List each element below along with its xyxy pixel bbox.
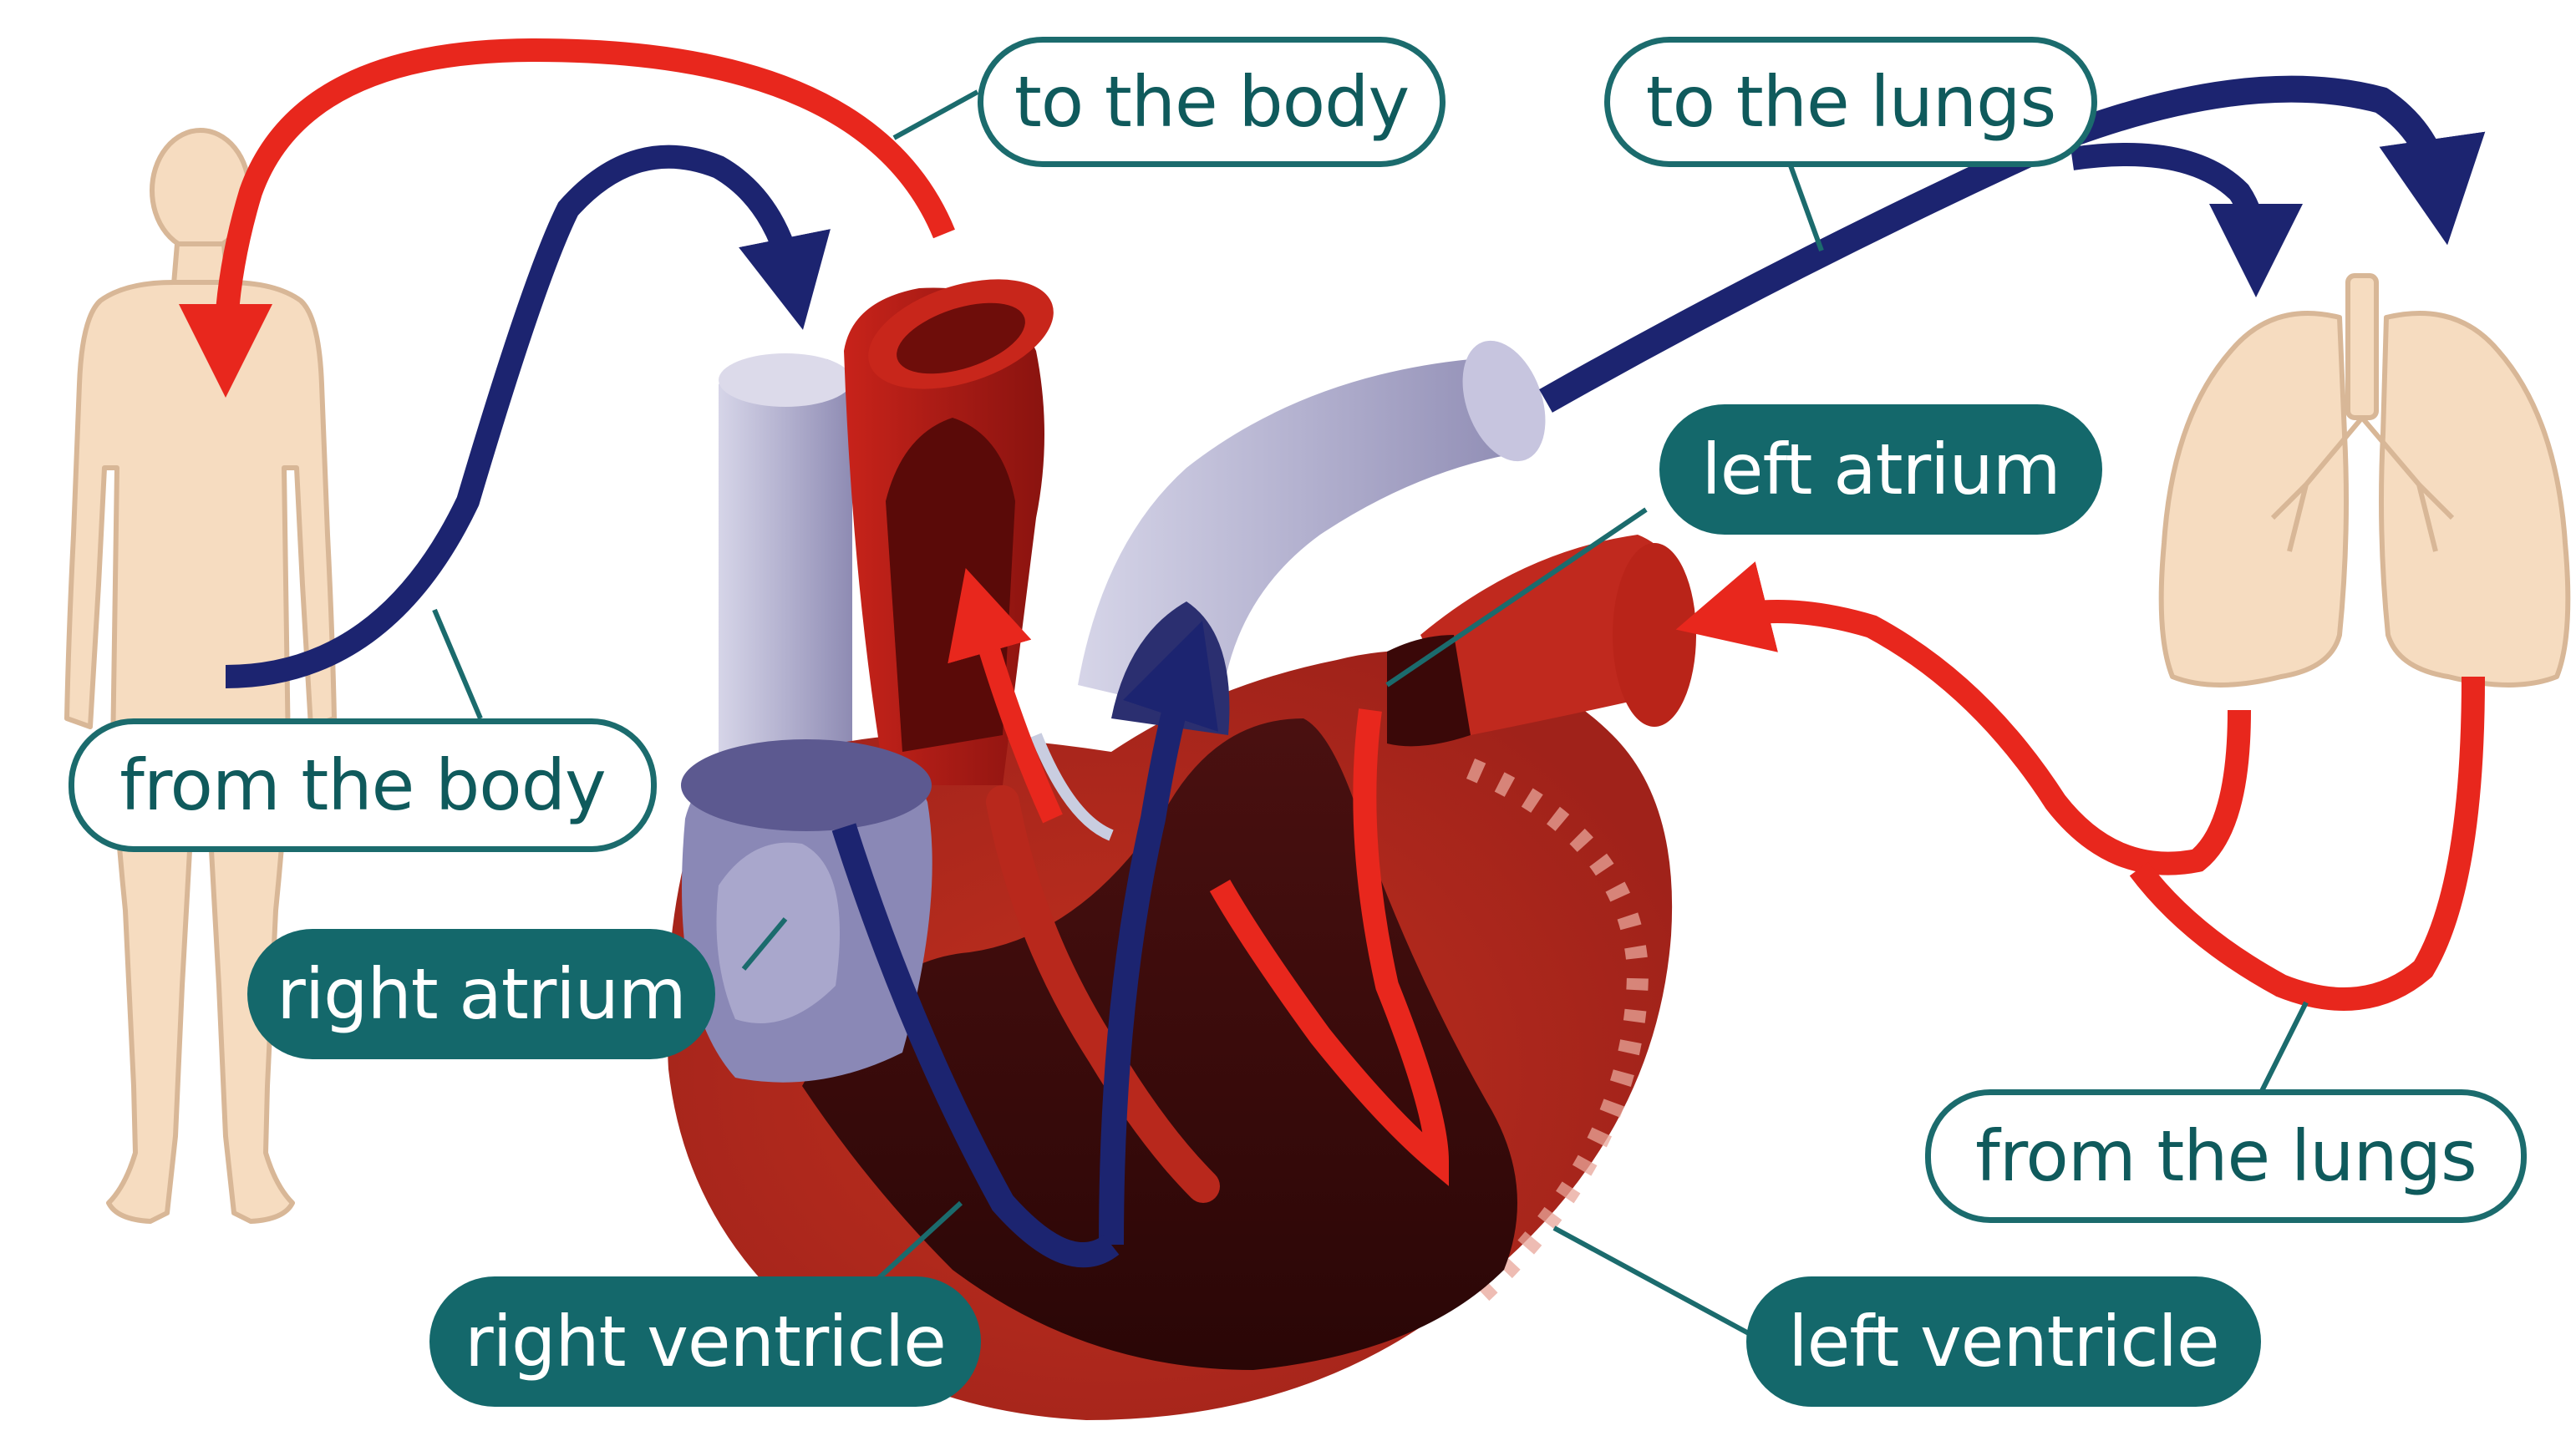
heart-cross-section-icon <box>667 258 1696 1420</box>
label-right-ventricle: right ventricle <box>429 1276 981 1407</box>
label-right-atrium: right atrium <box>247 929 715 1059</box>
label-to-the-lungs: to the lungs <box>1604 37 2097 167</box>
label-left-ventricle: left ventricle <box>1746 1276 2261 1407</box>
red-vein-from-lungs <box>2139 677 2473 999</box>
lungs-icon <box>2162 276 2568 685</box>
red-arrow-from-lungs <box>1721 611 2239 864</box>
blue-arrow-to-lungs-branch <box>2072 155 2256 251</box>
label-from-the-lungs: from the lungs <box>1925 1089 2527 1223</box>
label-to-the-body: to the body <box>978 37 1446 167</box>
label-from-the-body: from the body <box>69 718 657 852</box>
label-left-atrium: left atrium <box>1659 404 2102 535</box>
